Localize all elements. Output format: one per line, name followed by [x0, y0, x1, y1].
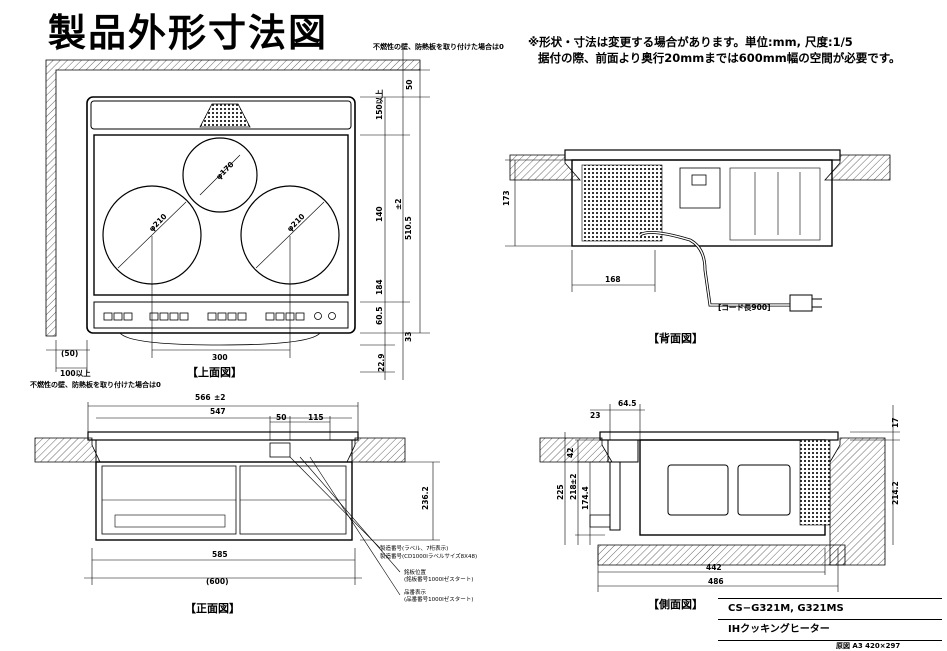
dim-22: 22.9	[377, 353, 386, 372]
dim-150: 150以上	[374, 89, 384, 120]
title-block: CS−G321M, G321MS IHクッキングヒーター	[718, 598, 942, 641]
label-model-1: 品番表示	[404, 588, 427, 596]
sheet-size: 原図 A3 420×297	[836, 642, 901, 650]
label-serial-1: 製造番号(ラベル、7桁表示)	[380, 544, 448, 552]
title-block-product: IHクッキングヒーター	[718, 620, 942, 641]
dim-side-42: 42	[566, 448, 575, 458]
dim-front-600: (600)	[206, 577, 229, 586]
dim-front-566: 566	[195, 393, 211, 402]
dim-side-174: 174.4	[581, 486, 590, 510]
dim-clear-top: 50	[405, 80, 414, 90]
note-line-1: ※形状・寸法は変更する場合があります。単位:mm, 尺度:1/5	[528, 35, 853, 49]
dim-back-offset: 168	[605, 275, 621, 284]
dim-front-50: 50	[276, 413, 286, 422]
dim-side-218-tol: ±2	[569, 473, 578, 485]
top-view	[45, 44, 430, 380]
wall-note-top: 不燃性の壁、防熱板を取り付けた場合は0	[373, 43, 504, 51]
dim-510-tol: ±2	[394, 198, 403, 210]
caption-front-view: 【正面図】	[185, 602, 240, 615]
label-model-2: (品番番号1000Iゼスタート)	[404, 595, 473, 603]
dim-front-585: 585	[212, 550, 228, 559]
dim-front-566-tol: ±2	[214, 393, 226, 402]
dim-front-547: 547	[210, 407, 226, 416]
dim-pitch: 300	[212, 353, 228, 362]
dim-clear-left: (50)	[61, 349, 78, 358]
dim-side-218: 218	[569, 484, 578, 500]
wall-note-bottom: 不燃性の壁、防熱板を取り付けた場合は0	[30, 381, 161, 389]
dim-burner-small: φ170	[214, 160, 236, 182]
caption-back-view: 【背面図】	[648, 332, 703, 345]
dim-front-236: 236.2	[421, 486, 430, 510]
dim-side-214: 214.2	[891, 481, 900, 505]
note-line-2: 据付の際、前面より奥行20mmまでは600mm幅の空間が必要です。	[538, 51, 901, 65]
caption-top-view: 【上面図】	[187, 366, 242, 379]
dim-side-17: 17	[891, 418, 900, 428]
dim-side-225: 225	[556, 484, 565, 500]
label-serial-2: 製造番号(CD1000Iラベルサイズ8X48)	[380, 552, 477, 560]
dim-140: 140	[375, 206, 384, 222]
page-title: 製品外形寸法図	[48, 11, 329, 55]
dim-side-442: 442	[706, 563, 722, 572]
dim-side-486: 486	[708, 577, 724, 586]
dim-33: 33	[404, 332, 413, 342]
back-view	[505, 149, 891, 312]
dim-burner-left: φ210	[147, 212, 169, 234]
dim-184: 184	[375, 279, 384, 295]
label-plate-2: (銘板番号1000Iゼスタート)	[404, 575, 473, 583]
title-block-model: CS−G321M, G321MS	[718, 599, 942, 620]
dim-back-height: 173	[502, 190, 511, 206]
dim-60: 60.5	[375, 306, 384, 325]
caption-side-view: 【側面図】	[648, 598, 703, 611]
dim-side-64: 64.5	[618, 399, 637, 408]
dim-burner-right: φ210	[285, 212, 307, 234]
dim-side-23: 23	[590, 411, 600, 420]
cord-length: [コード長900]	[718, 303, 771, 312]
dim-510: 510.5	[404, 216, 413, 240]
label-plate-1: 銘板位置	[404, 568, 427, 576]
front-view	[34, 402, 440, 596]
dim-clear-left-min: 100以上	[60, 368, 91, 378]
dim-front-115: 115	[308, 413, 324, 422]
side-view	[539, 404, 900, 592]
